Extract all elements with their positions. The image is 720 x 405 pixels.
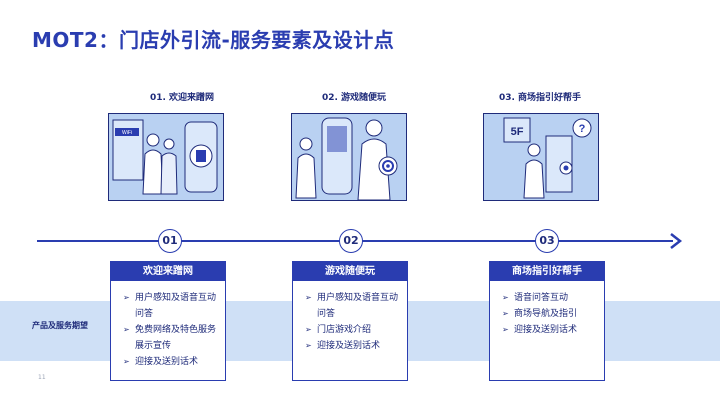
list-item: ➢ 免费网络及特色服务展示宣传 — [123, 322, 219, 354]
card-title-1: 欢迎来蹭网 — [111, 262, 225, 281]
bullet-icon: ➢ — [123, 293, 130, 302]
page-number: 11 — [38, 374, 46, 381]
list-item: ➢ 门店游戏介绍 — [305, 322, 401, 338]
list-item: ➢ 商场导航及指引 — [502, 306, 598, 322]
step-illustration-1: WiFi — [108, 113, 224, 201]
step-caption-2: 02. 游戏随便玩 — [321, 93, 387, 103]
step-caption-3: 03. 商场指引好帮手 — [498, 93, 582, 103]
step-number-3: 03 — [535, 229, 559, 253]
list-item: ➢ 语音问答互动 — [502, 290, 598, 306]
bullet-icon: ➢ — [123, 325, 130, 334]
step-illustration-3: 5F ? — [483, 113, 599, 201]
bullet-icon: ➢ — [123, 357, 130, 366]
timeline-arrow-icon — [670, 233, 683, 249]
bullet-icon: ➢ — [502, 293, 509, 302]
step-card-1: 欢迎来蹭网 ➢ 用户感知及语音互动问答 ➢ 免费网络及特色服务展示宣传 ➢ 迎接… — [110, 261, 226, 381]
list-item: ➢ 迎接及送别话术 — [305, 338, 401, 354]
people-icon — [295, 137, 317, 199]
step-number-1: 01 — [158, 229, 182, 253]
kiosk-icon — [321, 117, 353, 195]
bullet-icon: ➢ — [502, 325, 509, 334]
people-icon — [523, 143, 545, 199]
bullet-icon: ➢ — [305, 325, 312, 334]
step-number-2: 02 — [339, 229, 363, 253]
question-icon: ? — [572, 118, 592, 138]
cup-icon — [189, 144, 213, 168]
card-title-2: 游戏随便玩 — [293, 262, 407, 281]
step-card-3: 商场指引好帮手 ➢ 语音问答互动 ➢ 商场导航及指引 ➢ 迎接及送别话术 — [489, 261, 605, 381]
map-pin-icon — [559, 161, 573, 175]
card-title-3: 商场指引好帮手 — [490, 262, 604, 281]
list-item: ➢ 用户感知及语音互动问答 — [123, 290, 219, 322]
list-item: ➢ 迎接及送别话术 — [502, 322, 598, 338]
svg-text:5F: 5F — [511, 126, 524, 138]
page-title: MOT2：门店外引流-服务要素及设计点 — [32, 28, 395, 52]
bullet-icon: ➢ — [305, 293, 312, 302]
band-label: 产品及服务期望 — [32, 321, 88, 330]
step-illustration-2 — [291, 113, 407, 201]
bullet-icon: ➢ — [305, 341, 312, 350]
bullet-icon: ➢ — [502, 309, 509, 318]
step-caption-1: 01. 欢迎来蹭网 — [149, 93, 215, 103]
svg-text:WiFi: WiFi — [122, 130, 132, 136]
people-icon — [357, 119, 391, 200]
floor-sign-icon: 5F — [503, 117, 531, 143]
svg-text:?: ? — [579, 123, 586, 135]
list-item: ➢ 迎接及送别话术 — [123, 354, 219, 370]
list-item: ➢ 用户感知及语音互动问答 — [305, 290, 401, 322]
people-icon — [142, 133, 178, 195]
step-card-2: 游戏随便玩 ➢ 用户感知及语音互动问答 ➢ 门店游戏介绍 ➢ 迎接及送别话术 — [292, 261, 408, 381]
target-icon — [378, 156, 398, 176]
wifi-sign-icon: WiFi — [115, 128, 139, 136]
